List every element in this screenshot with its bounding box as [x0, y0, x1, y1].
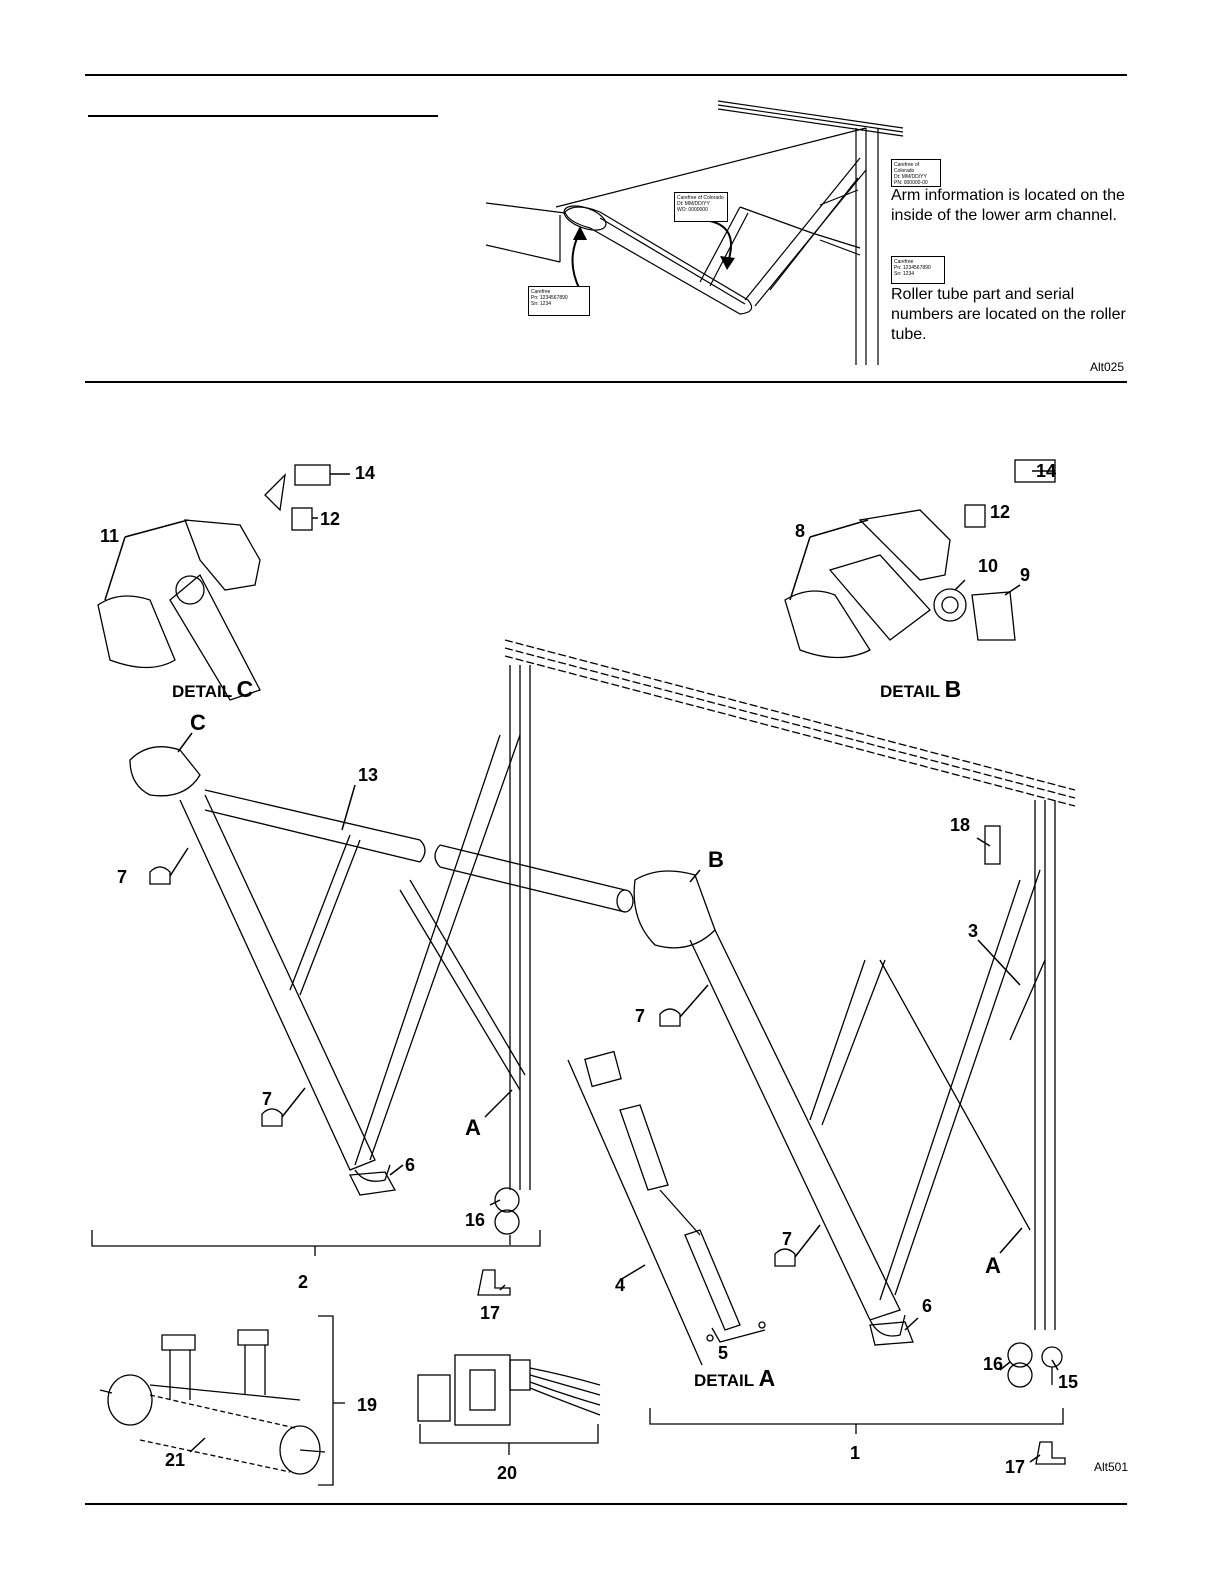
callout-7-c: 7 — [635, 1006, 646, 1026]
callout-11: 11 — [100, 526, 120, 546]
detail-a-label: DETAIL A — [694, 1365, 775, 1392]
subheading-rule — [88, 115, 438, 117]
arm-tag-line: Carefree of Colorado — [894, 162, 920, 174]
detail-letter: C — [236, 676, 254, 702]
callout-18: 18 — [950, 815, 971, 835]
callout-8: 8 — [795, 521, 806, 541]
letter-b: B — [708, 847, 724, 872]
arm-info-text: Arm information is located on the inside… — [891, 187, 1125, 224]
callout-12-left: 12 — [320, 509, 341, 529]
roller-tag-line: Sn: 1234 — [894, 271, 915, 277]
callout-14-left: 14 — [355, 463, 376, 483]
detail-b-label: DETAIL B — [880, 676, 961, 703]
detail-prefix: DETAIL — [694, 1371, 754, 1390]
roller-tag-line: Carefree — [531, 289, 551, 295]
letter-a-right: A — [985, 1253, 1001, 1278]
detail-letter: B — [944, 676, 962, 702]
callout-10: 10 — [978, 556, 999, 576]
roller-info-text: Roller tube part and serial numbers are … — [891, 286, 1126, 343]
callout-1: 1 — [850, 1443, 861, 1463]
roller-tag-line: Sn: 1234 — [531, 301, 552, 307]
callout-19: 19 — [357, 1395, 378, 1415]
awning-label-location-illustration — [485, 100, 904, 365]
callout-21: 21 — [165, 1450, 186, 1470]
arm-tag-line: Carefree of Colorado — [677, 195, 724, 201]
callout-16-right: 16 — [983, 1354, 1004, 1374]
roller-info-tag: Carefree Pn: 1234567890 Sn: 1234 — [528, 286, 590, 316]
detail-prefix: DETAIL — [880, 682, 940, 701]
callout-6-left: 6 — [405, 1155, 416, 1175]
detail-letter: A — [758, 1365, 776, 1391]
callout-20: 20 — [497, 1463, 518, 1483]
callout-17-left: 17 — [480, 1303, 501, 1323]
callout-16-left: 16 — [465, 1210, 486, 1230]
arm-tag-line: PN: 000000-00 — [894, 180, 928, 186]
callout-4: 4 — [615, 1275, 626, 1295]
roller-tag-line: Pn: 1234567890 — [894, 265, 931, 271]
arm-info-tag-icon: Carefree of Colorado Dt: MM/DD/YY PN: 00… — [891, 159, 941, 187]
arm-tag-line: Dt: MM/DD/YY — [894, 174, 927, 180]
callout-7-d: 7 — [782, 1229, 793, 1249]
callout-6-right: 6 — [922, 1296, 933, 1316]
figure-code-bottom: Alt501 — [1094, 1460, 1129, 1474]
detail-prefix: DETAIL — [172, 682, 232, 701]
callout-14-right: 14 — [1036, 461, 1057, 481]
roller-tag-line: Carefree — [894, 259, 914, 265]
figure-code-top: Alt025 — [1090, 360, 1125, 374]
callout-9: 9 — [1020, 565, 1031, 585]
callout-13: 13 — [358, 765, 379, 785]
callout-12-right: 12 — [990, 502, 1011, 522]
arm-tag-line: WO: 0000000 — [677, 207, 708, 213]
callout-17-right: 17 — [1005, 1457, 1026, 1477]
callout-15: 15 — [1058, 1372, 1079, 1392]
callout-2: 2 — [298, 1272, 309, 1292]
callout-3: 3 — [968, 921, 979, 941]
letter-c: C — [190, 710, 206, 735]
roller-info-tag-icon: Carefree Pn: 1234567890 Sn: 1234 — [891, 256, 945, 284]
top-rule — [85, 74, 1127, 76]
bottom-rule — [85, 1503, 1127, 1505]
callout-7-a: 7 — [117, 867, 128, 887]
callout-7-b: 7 — [262, 1089, 273, 1109]
arm-info-tag: Carefree of Colorado Dt: MM/DD/YY WO: 00… — [674, 192, 728, 222]
roller-tag-line: Pn: 1234567890 — [531, 295, 568, 301]
arm-tag-line: Dt: MM/DD/YY — [677, 201, 710, 207]
letter-a-left: A — [465, 1115, 481, 1140]
detail-c-label: DETAIL C — [172, 676, 253, 703]
section-divider-rule — [85, 381, 1127, 383]
callout-5: 5 — [718, 1343, 729, 1363]
